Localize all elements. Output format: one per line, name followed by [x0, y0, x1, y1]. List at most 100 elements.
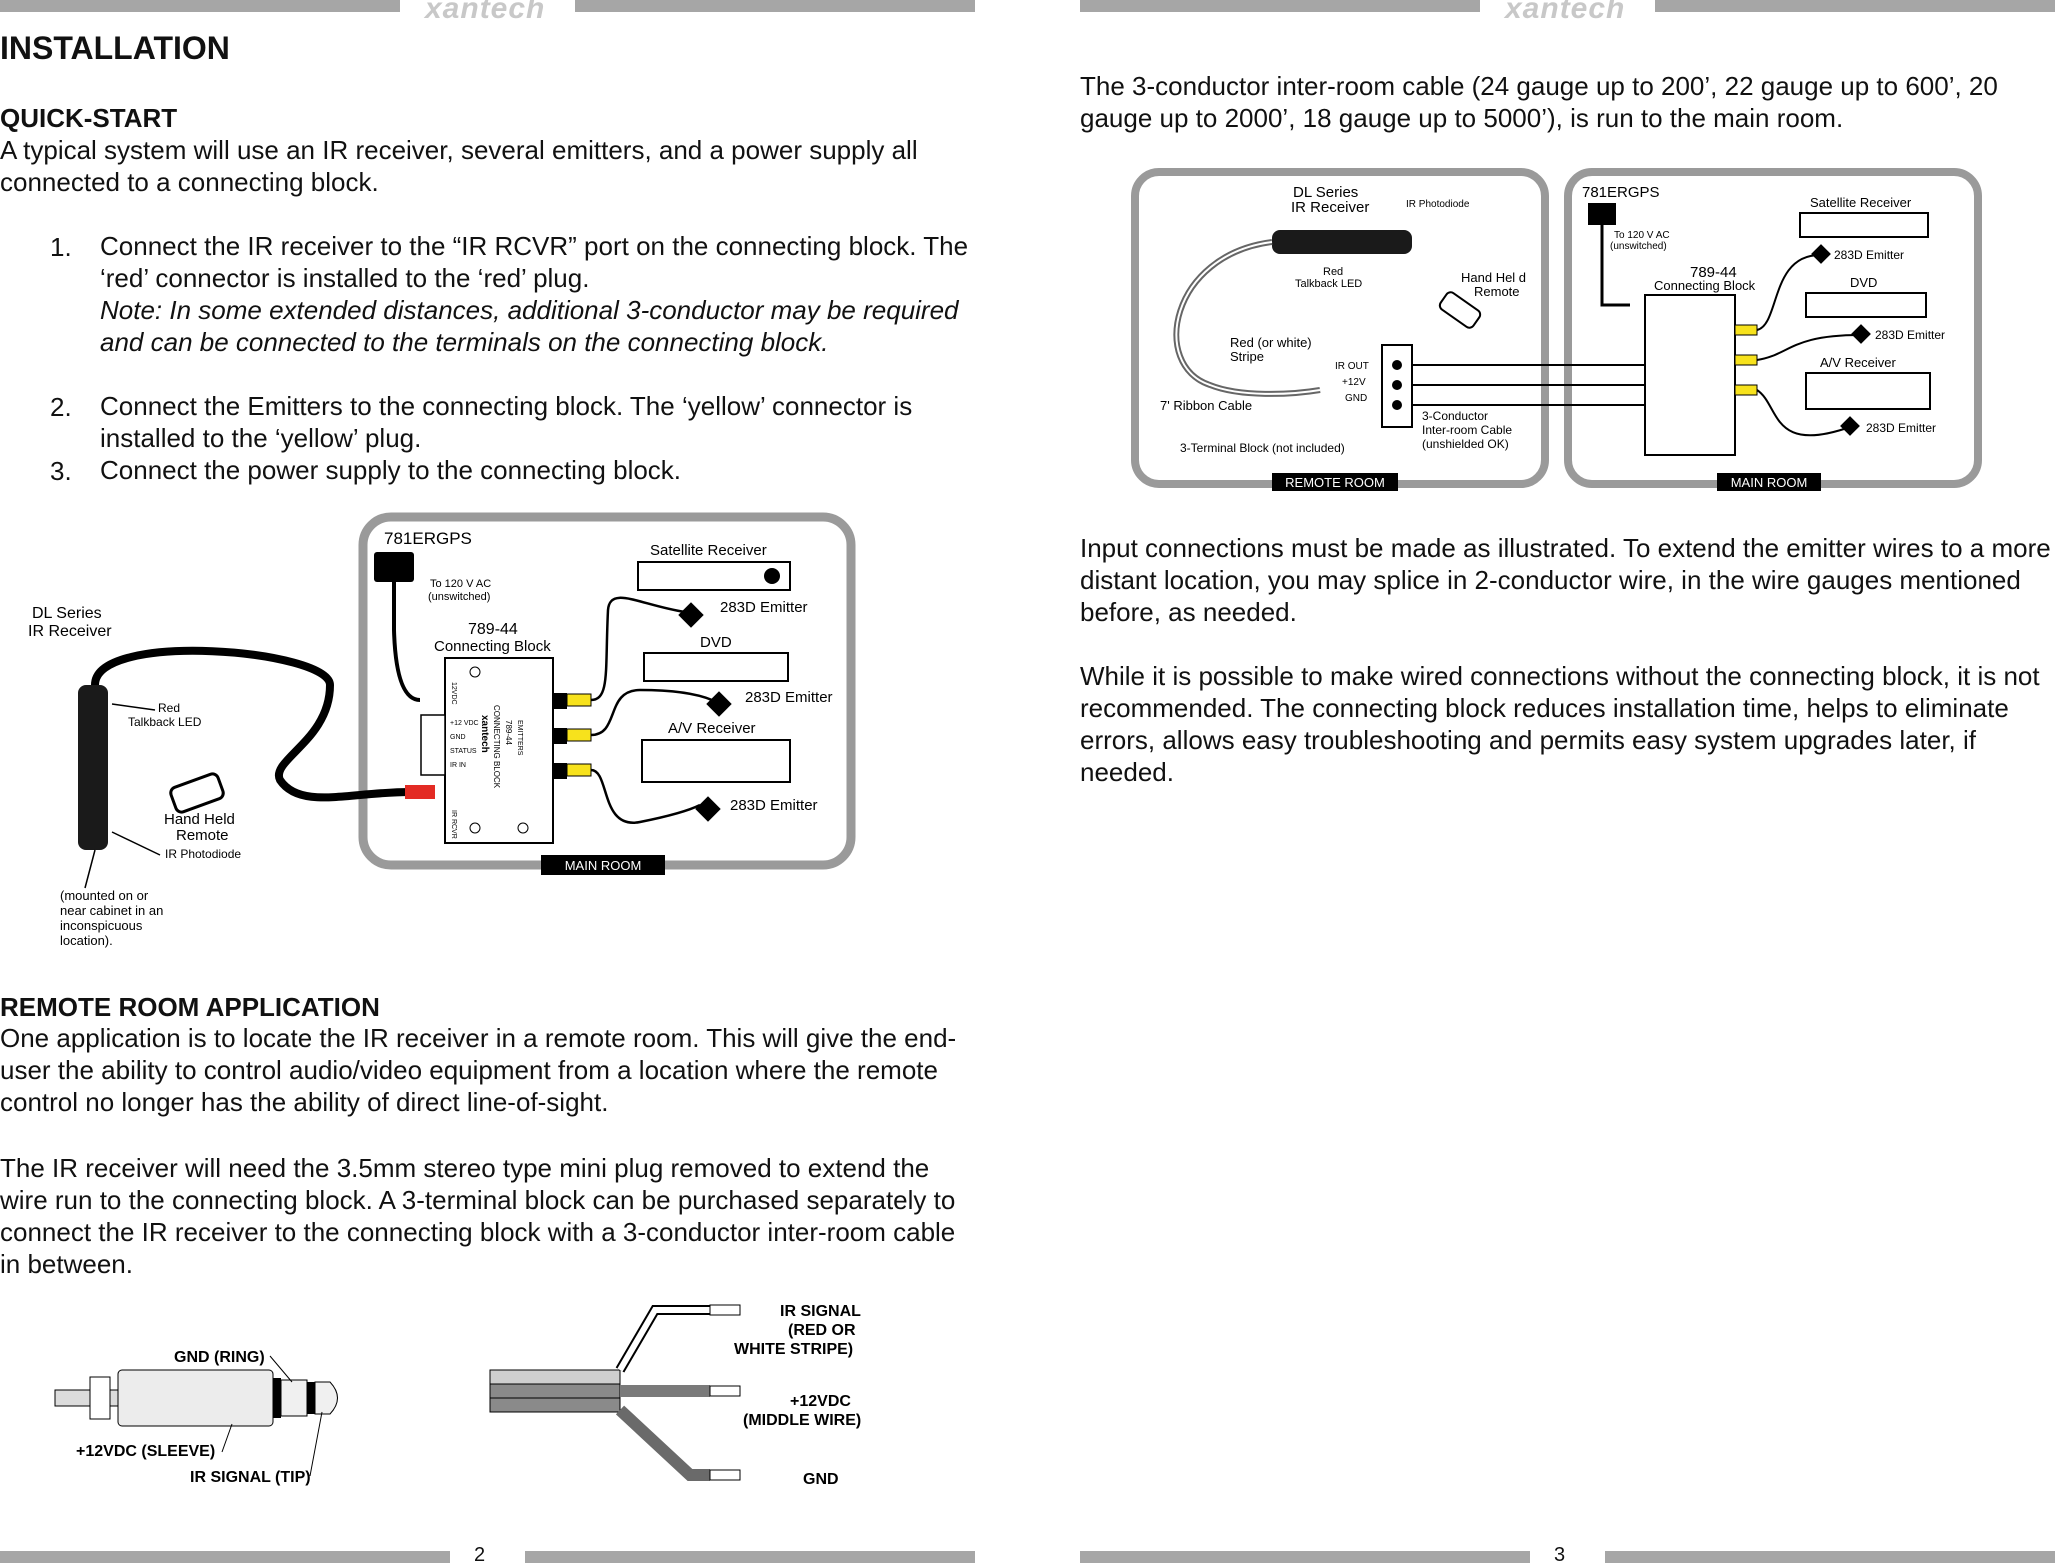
step-number: 1. [50, 232, 72, 262]
page-title: INSTALLATION [0, 30, 230, 66]
step-body: Connect the IR receiver to the “IR RCVR”… [100, 231, 969, 293]
mount-note: location). [60, 933, 113, 948]
block-terminal: +12 VDC [450, 720, 479, 727]
emitter-label: 283D Emitter [745, 689, 833, 706]
remote-label: Hand Hel d [1461, 270, 1526, 285]
remote-room-diagram: REMOTE ROOM MAIN ROOM DL Series IR Recei… [1131, 168, 1982, 491]
block-face-brand: xantech [479, 715, 490, 753]
step-text: Connect the power supply to the connecti… [100, 455, 682, 485]
receiver-label: IR Receiver [28, 623, 112, 640]
emitter-icon [1840, 416, 1860, 436]
term-label: +12V [1342, 377, 1366, 388]
block-name-label: Connecting Block [1654, 278, 1756, 293]
cable-label: (unshielded OK) [1422, 437, 1509, 451]
emitter-icon [695, 796, 721, 822]
remote-icon [169, 772, 225, 814]
photodiode-label: IR Photodiode [1406, 199, 1470, 210]
quickstart-intro: A typical system will use an IR receiver… [0, 135, 918, 197]
page-number: 3 [1554, 1544, 1566, 1566]
av-receiver-icon [1805, 372, 1931, 410]
page-number: 2 [474, 1544, 486, 1566]
footer-bar-right [1605, 1551, 2055, 1563]
red-led-label: Talkback LED [1295, 278, 1362, 290]
dvd-label: DVD [1850, 275, 1877, 290]
red-led-label: Red [158, 701, 180, 715]
step-number: 3. [50, 456, 72, 486]
block-model-label: 789-44 [468, 621, 518, 638]
wire-ir-label: WHITE STRIPE) [734, 1341, 853, 1358]
emitter-label: 283D Emitter [720, 599, 808, 616]
remote-room-heading: REMOTE ROOM APPLICATION [0, 992, 380, 1022]
red-led-label: Talkback LED [128, 715, 202, 729]
ir-receiver-icon [78, 685, 108, 850]
main-room-label: MAIN ROOM [565, 858, 642, 873]
block-port-label: IR RCVR [450, 810, 457, 839]
step-number: 2. [50, 392, 72, 422]
photodiode-label: IR Photodiode [165, 847, 241, 861]
remote-label: Remote [1474, 284, 1520, 299]
remote-room-tag: REMOTE ROOM [1285, 475, 1385, 490]
sat-label: Satellite Receiver [650, 542, 767, 559]
brand-logo: xantech [1505, 0, 1626, 25]
power-note: (unswitched) [1610, 241, 1667, 252]
emitter-icon [1851, 324, 1871, 344]
quickstart-diagram: MAIN ROOM 781ERGPS To 120 V AC (unswitch… [28, 512, 856, 948]
input-paragraph: Input connections must be made as illust… [1080, 533, 2051, 627]
term-label: GND [1345, 393, 1367, 404]
remote-label: Remote [176, 827, 229, 844]
page-right: xantech The 3-conductor inter-room cable… [1080, 0, 2055, 1566]
power-note: To 120 V AC [430, 578, 491, 590]
header-bar-left [1080, 0, 1480, 12]
wire-gnd-label: GND [803, 1471, 839, 1488]
av-label: A/V Receiver [668, 720, 756, 737]
emitter-icon [678, 602, 704, 628]
step-note: Note: In some extended distances, additi… [100, 295, 959, 357]
step-text: Connect the IR receiver to the “IR RCVR”… [100, 230, 970, 358]
emitter-label: 283D Emitter [1875, 328, 1945, 342]
block-name-label: Connecting Block [434, 638, 551, 655]
block-model-label: 789-44 [1690, 264, 1737, 281]
remote-icon [1438, 291, 1482, 329]
emitter-label: 283D Emitter [1834, 248, 1904, 262]
terminal-block-label: 3-Terminal Block (not included) [1180, 441, 1345, 455]
plug-sleeve-label: +12VDC (SLEEVE) [76, 1443, 215, 1460]
satellite-receiver-icon [1799, 212, 1929, 238]
cable-label: Inter-room Cable [1422, 423, 1512, 437]
receiver-label: IR Receiver [1291, 199, 1369, 216]
stripe-label: Stripe [1230, 349, 1264, 364]
connecting-block [1644, 294, 1736, 456]
red-plug-icon [405, 785, 435, 799]
term-label: IR OUT [1335, 361, 1369, 372]
emitter-label: 283D Emitter [1866, 421, 1936, 435]
cable-paragraph: The 3-conductor inter-room cable (24 gau… [1080, 71, 1998, 133]
receiver-label: DL Series [1293, 184, 1358, 201]
power-note: (unswitched) [428, 591, 490, 603]
block-port-label: 12VDC [450, 682, 457, 705]
block-emitters-text: EMITTERS [516, 720, 523, 756]
dvd-icon [1805, 292, 1927, 318]
mount-note: inconspicuous [60, 918, 143, 933]
header-bar-right [575, 0, 975, 12]
power-supply-label: 781ERGPS [384, 529, 472, 548]
connecting-block [444, 657, 554, 844]
step-text: Connect the Emitters to the connecting b… [100, 391, 913, 453]
terminal-strip [420, 714, 446, 776]
plug-body [117, 1369, 274, 1427]
power-supply-icon [374, 552, 414, 582]
emitter-label: 283D Emitter [730, 797, 818, 814]
block-terminal: GND [450, 734, 466, 741]
stereo-plug-diagram: GND (RING) +12VDC (SLEEVE) IR SIGNAL (TI… [54, 1303, 861, 1488]
main-room-tag: MAIN ROOM [1731, 475, 1808, 490]
remote-paragraph-2: The IR receiver will need the 3.5mm ster… [0, 1153, 956, 1279]
header-bar-left [0, 0, 400, 12]
emitter-icon [1811, 244, 1831, 264]
remote-paragraph-1: One application is to locate the IR rece… [0, 1023, 957, 1117]
emitter-icon [706, 691, 732, 717]
wire-ir-label: (RED OR [788, 1322, 856, 1339]
red-led-label: Red [1323, 266, 1343, 278]
footer-bar-left [0, 1551, 450, 1563]
page-left: xantech INSTALLATION QUICK-START A typic… [0, 0, 975, 1566]
header-bar-right [1655, 0, 2055, 12]
ribbon-label: 7' Ribbon Cable [1160, 398, 1252, 413]
block-face-text: CONNECTING BLOCK [492, 705, 501, 789]
